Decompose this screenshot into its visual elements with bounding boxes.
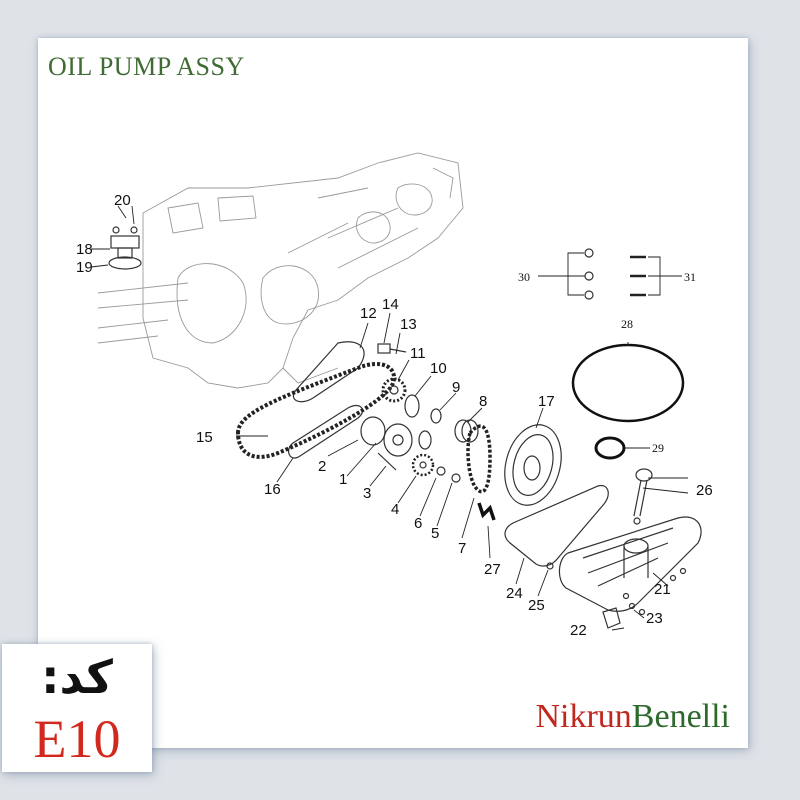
- bolt-13-14: [377, 343, 407, 354]
- chain-guide-16: [288, 404, 363, 459]
- drain-plug-22: [602, 607, 621, 629]
- gear-4: [411, 453, 435, 477]
- callout-27: 27: [484, 561, 501, 578]
- callout-21: 21: [654, 581, 671, 598]
- sprocket-11: [381, 377, 407, 403]
- washer-6: [436, 466, 446, 476]
- brand-part-1: Nikrun: [535, 698, 632, 735]
- callout-20: 20: [114, 192, 131, 209]
- callout-9: 9: [452, 379, 460, 396]
- code-value: E10: [33, 709, 121, 769]
- brand-part-2: Benelli: [631, 698, 730, 735]
- callout-7: 7: [458, 540, 466, 557]
- callout-10: 10: [430, 360, 447, 377]
- callout-25: 25: [528, 597, 545, 614]
- code-label: کد:: [41, 650, 113, 704]
- callout-5: 5: [431, 525, 439, 542]
- callout-26: 26: [696, 482, 713, 499]
- chain-link-27: [477, 502, 496, 521]
- washer-10: [404, 394, 420, 418]
- gear-8: [454, 419, 479, 443]
- callout-19: 19: [76, 259, 93, 276]
- screw-3: [377, 452, 397, 471]
- page-title: OIL PUMP ASSY: [48, 52, 245, 81]
- callout-18: 18: [76, 241, 93, 258]
- pump-body-1-2: [360, 416, 432, 457]
- callout-4: 4: [391, 501, 399, 518]
- diagram-card: OIL PUMP ASSY: [38, 38, 748, 748]
- callout-15: 15: [196, 429, 213, 446]
- drive-chain-15: [235, 362, 396, 459]
- o-ring-28: [571, 343, 685, 423]
- exploded-parts-diagram: 20 18 19 12 14 13 11 10 9 8 17 15 16 2 1…: [76, 152, 713, 639]
- callout-23: 23: [646, 610, 663, 627]
- cover-17: [504, 424, 562, 506]
- code-badge: کد: E10: [2, 644, 152, 772]
- callout-14: 14: [382, 296, 399, 313]
- callout-30: 30: [518, 270, 530, 284]
- washer-5: [451, 473, 461, 483]
- seal-29: [594, 436, 626, 460]
- callout-11: 11: [410, 345, 426, 362]
- bracket-part-18-19: [108, 226, 142, 270]
- callout-6: 6: [414, 515, 422, 532]
- callout-16: 16: [264, 481, 281, 498]
- pump-chain-7: [466, 424, 492, 494]
- crankcase-drawing: [97, 152, 464, 389]
- leader-lines: [90, 205, 689, 631]
- bolt-25: [546, 562, 554, 570]
- callout-22: 22: [570, 622, 587, 639]
- callout-24: 24: [506, 585, 523, 602]
- brand-watermark: NikrunBenelli: [535, 698, 730, 736]
- ring-9: [430, 408, 442, 424]
- dipstick-26: [633, 468, 653, 525]
- callout-3: 3: [363, 485, 371, 502]
- callout-2: 2: [318, 458, 326, 475]
- washers-30: [538, 248, 594, 300]
- bolts-31: [630, 255, 682, 297]
- callout-12: 12: [360, 305, 377, 322]
- callout-28: 28: [621, 317, 633, 331]
- bolts-23: [622, 567, 687, 616]
- callout-17: 17: [538, 393, 555, 410]
- callout-13: 13: [400, 316, 417, 333]
- gasket-24: [504, 484, 609, 567]
- callout-31: 31: [684, 270, 696, 284]
- callout-29: 29: [652, 441, 664, 455]
- oil-sump-21: [558, 516, 702, 612]
- callout-labels: 20 18 19 12 14 13 11 10 9 8 17 15 16 2 1…: [76, 192, 713, 639]
- callout-1: 1: [339, 471, 347, 488]
- chain-guide-12: [292, 341, 365, 403]
- callout-8: 8: [479, 393, 487, 410]
